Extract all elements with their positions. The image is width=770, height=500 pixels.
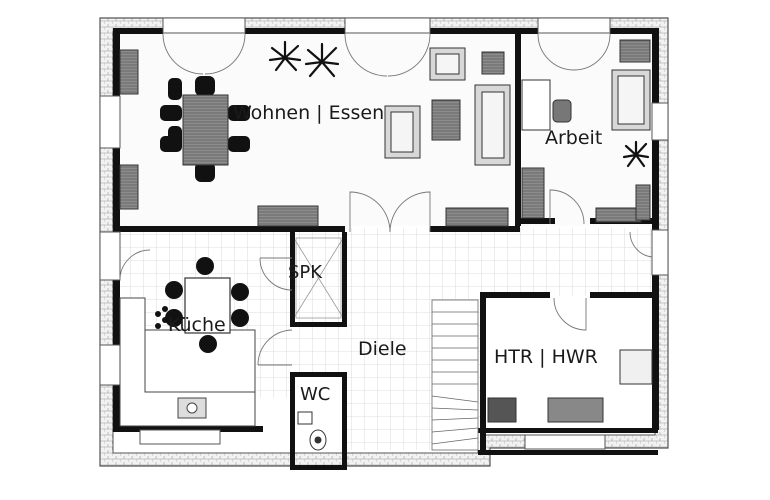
office-furniture <box>521 39 651 223</box>
wc-fixtures <box>297 411 327 451</box>
utility-appliances <box>487 349 653 423</box>
room-label-htr-hwr: HTR | HWR <box>494 346 598 368</box>
room-label-arbeit: Arbeit <box>545 127 603 149</box>
room-label-wc: WC <box>300 384 331 405</box>
room-label-diele: Diele <box>358 338 407 360</box>
room-label-spk: SPK <box>288 262 323 283</box>
room-label-wohnen-essen: Wohnen | Essen <box>233 102 385 124</box>
kitchen-table <box>155 257 249 353</box>
pantry-shelf <box>294 237 343 319</box>
room-label-kueche: Küche <box>168 314 226 336</box>
door-swings <box>119 33 653 366</box>
dining-table <box>160 76 250 182</box>
windows <box>99 17 669 450</box>
living-furniture <box>119 47 511 227</box>
plant-icons <box>268 40 650 168</box>
stairs <box>431 299 479 451</box>
